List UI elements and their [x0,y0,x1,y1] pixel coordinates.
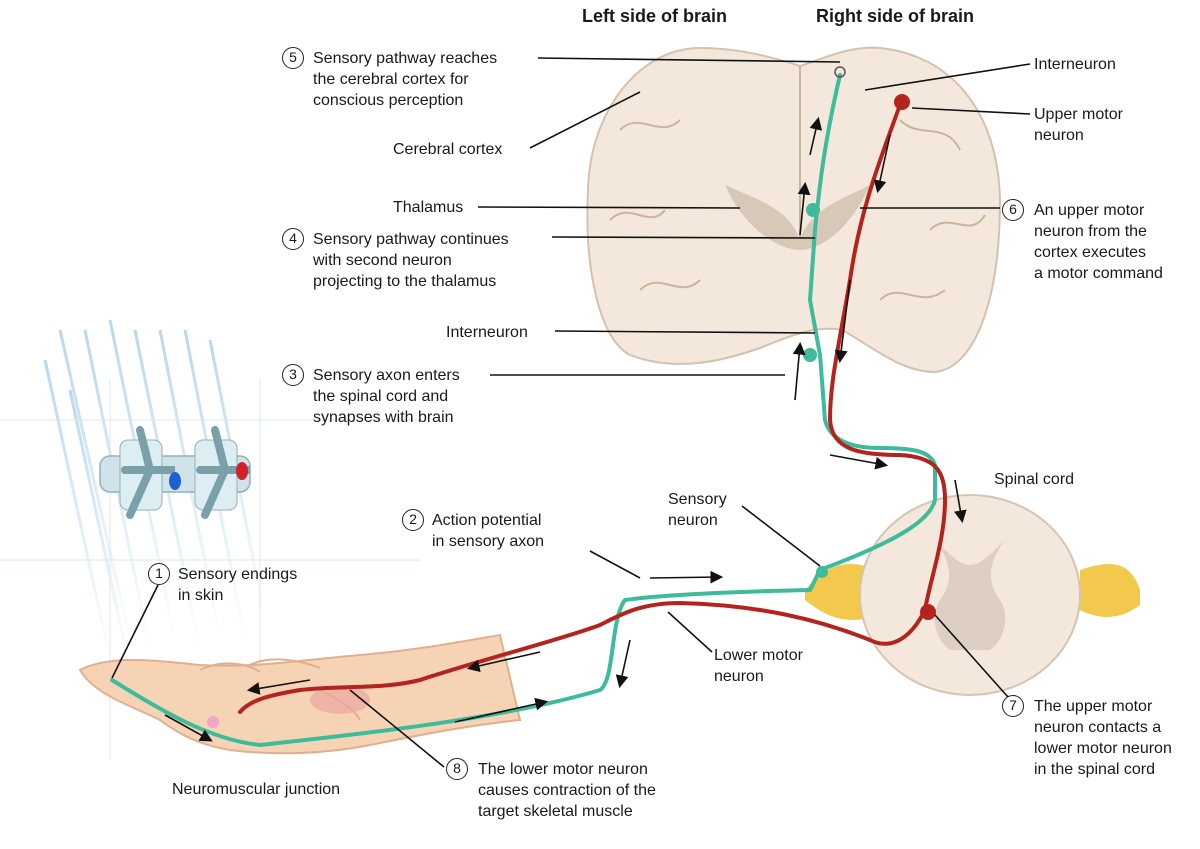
step-1-badge: 1 [148,563,170,585]
step-8-text: The lower motor neuron causes contractio… [478,761,656,820]
step-3-badge: 3 [282,364,304,386]
thalamus-synapse [806,203,820,217]
right-brain-header: Right side of brain [816,6,975,26]
step-4-badge: 4 [282,228,304,250]
interneuron-right-label: Interneuron [1034,56,1116,73]
cold-tap-icon [169,472,181,490]
upper-motor-neuron-label: Upper motor neuron [1034,106,1123,144]
sensory-neuron-label: Sensory neuron [668,491,727,529]
step-7-badge: 7 [1002,695,1024,717]
lower-motor-neuron-label: Lower motor neuron [714,647,803,685]
upper-motor-neuron-cell-body [894,94,910,110]
step-5-badge: 5 [282,47,304,69]
thalamus-label: Thalamus [393,199,464,216]
neuromuscular-junction-label: Neuromuscular junction [172,781,341,798]
sensory-neuron-cell-body [816,566,828,578]
flow-arrows [164,116,967,742]
lower-motor-neuron-cell-body [920,604,936,620]
step-2-badge: 2 [402,509,424,531]
sensory-pathway [110,66,937,748]
leader-lines [111,57,1031,768]
brainstem-synapse [803,348,817,362]
neuromuscular-junction-icon [207,716,219,728]
motor-pathway [238,94,948,714]
step-4-text: Sensory pathway continues with second ne… [313,231,509,290]
step-5-text: Sensory pathway reaches the cerebral cor… [313,50,498,109]
target-muscle [310,686,370,714]
spinal-cord [805,494,1140,696]
cerebral-cortex-label: Cerebral cortex [393,141,503,158]
wall-tiles [0,380,420,760]
arm-and-hand [78,633,522,755]
faucet [99,426,251,519]
step-3-text: Sensory axon enters the spinal cord and … [313,367,460,426]
brain-section [586,46,1002,374]
step-2-text: Action potential in sensory axon [432,512,545,550]
cortex-sensory-terminal [834,66,846,78]
step-8-badge: 8 [446,758,468,780]
interneuron-left-label: Interneuron [446,324,528,341]
right-ganglion [1080,564,1140,617]
step-7-text: The upper motor neuron contacts a lower … [1034,698,1172,778]
step-6-badge: 6 [1002,199,1024,221]
step-1-text: Sensory endings in skin [178,566,298,604]
step-6-text: An upper motor neuron from the cortex ex… [1034,202,1163,282]
spinal-cord-label: Spinal cord [994,471,1075,488]
left-brain-header: Left side of brain [582,6,728,26]
hot-tap-icon [236,462,248,480]
